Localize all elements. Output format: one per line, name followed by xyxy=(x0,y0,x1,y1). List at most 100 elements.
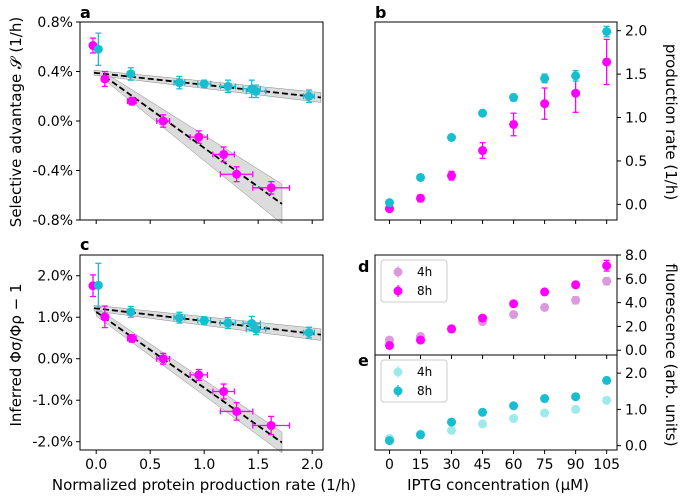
xtick-label: 60 xyxy=(505,457,523,473)
data-point-c-s0-3 xyxy=(158,354,168,364)
data-point-b-s1-1 xyxy=(416,172,426,182)
data-point-b-s1-6 xyxy=(571,71,581,81)
data-point-d-s1-3 xyxy=(478,313,488,323)
xtick-label: 15 xyxy=(412,457,430,473)
ytick-label: 1.0 xyxy=(625,402,647,418)
data-point-c-s1-1 xyxy=(126,307,136,317)
panel-letter-d: d xyxy=(358,257,369,276)
data-point-d-s0-7 xyxy=(602,276,612,286)
data-point-a-s1-2 xyxy=(174,78,184,88)
panel-letter-c: c xyxy=(80,235,89,254)
fit-line-0 xyxy=(95,311,283,444)
xtick-label: 105 xyxy=(593,457,620,473)
data-point-c-s0-5 xyxy=(219,387,229,396)
data-point-b-s0-5 xyxy=(540,99,550,109)
xtick-label: 1.0 xyxy=(193,457,215,473)
ytick-label: -0.8% xyxy=(32,213,73,229)
ytick-label: 0.0% xyxy=(37,352,73,368)
data-point-d-s0-5 xyxy=(540,302,550,312)
legend-box xyxy=(380,359,448,403)
data-point-b-s1-0 xyxy=(384,198,394,208)
data-point-d-s1-4 xyxy=(509,299,519,309)
data-point-a-s1-3 xyxy=(199,79,209,89)
data-point-e-s1-2 xyxy=(447,417,457,427)
data-point-e-s1-5 xyxy=(540,394,550,404)
data-point-e-s1-7 xyxy=(602,375,612,385)
xtick-label: 45 xyxy=(474,457,492,473)
data-point-b-s0-7 xyxy=(602,57,612,67)
ytick-label: -1.0% xyxy=(32,393,73,409)
ytick-label: 8.0 xyxy=(625,248,647,264)
data-point-c-s0-1 xyxy=(100,312,110,322)
data-point-b-s1-7 xyxy=(602,27,612,37)
xtick-label: 2.0 xyxy=(301,457,323,473)
legend-label: 4h xyxy=(417,365,432,379)
data-point-d-s0-6 xyxy=(571,295,581,305)
data-point-a-s0-5 xyxy=(219,149,229,159)
ytick-label: 0.5 xyxy=(625,154,647,170)
data-point-a-s1-4 xyxy=(223,81,233,91)
data-point-d-s1-1 xyxy=(416,335,426,345)
ytick-label: 2.0 xyxy=(625,366,647,382)
data-point-c-s1-3 xyxy=(199,316,209,326)
ytick-label: 4.0 xyxy=(625,296,647,312)
xtick-label: 75 xyxy=(536,457,554,473)
data-point-a-s1-1 xyxy=(126,69,136,79)
data-point-a-s0-7 xyxy=(266,183,276,193)
axes-frame xyxy=(374,21,618,221)
ytick-label: 2.0% xyxy=(37,269,73,285)
legend-marker xyxy=(393,367,403,377)
data-point-a-s1-0 xyxy=(93,44,103,54)
legend-marker xyxy=(393,267,403,277)
data-point-b-s1-5 xyxy=(540,73,550,83)
xtick-label: 90 xyxy=(567,457,585,473)
xtick-label: 1.5 xyxy=(247,457,269,473)
data-point-e-s1-0 xyxy=(384,436,394,446)
xtick-label: 0 xyxy=(385,457,394,473)
data-point-e-s1-6 xyxy=(571,392,581,402)
data-point-c-s0-4 xyxy=(194,370,204,380)
data-point-a-s0-2 xyxy=(127,96,137,106)
ytick-label: 0.0 xyxy=(625,197,647,213)
data-point-c-s1-4 xyxy=(223,318,233,328)
data-point-b-s0-6 xyxy=(571,88,581,98)
data-point-e-s0-6 xyxy=(571,404,581,414)
panel-a: -0.8%-0.4%0.0%0.4%0.8% xyxy=(32,15,324,229)
ytick-label: 0.4% xyxy=(37,65,73,81)
ylabel-a: Selective advantage 𝓢 (1/h) xyxy=(7,17,25,227)
ytick-label: -0.4% xyxy=(32,164,73,180)
data-point-b-s0-2 xyxy=(447,171,457,181)
data-point-e-s0-3 xyxy=(478,419,488,429)
panel-letter-e: e xyxy=(358,351,369,370)
xlabel-c: Normalized protein production rate (1/h) xyxy=(52,476,356,494)
data-point-d-s1-5 xyxy=(540,287,550,297)
data-point-b-s0-1 xyxy=(416,193,426,203)
data-point-e-s0-2 xyxy=(447,425,457,435)
ytick-label: 1.0 xyxy=(625,111,647,127)
data-point-e-s1-1 xyxy=(416,430,426,440)
data-point-d-s1-0 xyxy=(384,340,394,350)
ytick-label: 6.0 xyxy=(625,272,647,288)
data-point-d-s0-4 xyxy=(509,310,519,320)
ytick-label: 2.0 xyxy=(625,24,647,40)
data-point-e-s1-3 xyxy=(478,407,488,417)
ytick-label: 1.0% xyxy=(37,310,73,326)
panel-b: 0.0 0.5 1.0 1.5 2.0 xyxy=(374,21,647,224)
data-point-b-s1-2 xyxy=(447,133,457,142)
legend-box xyxy=(380,259,448,303)
data-point-c-s0-7 xyxy=(266,421,276,431)
data-point-b-s1-3 xyxy=(478,108,488,118)
xtick-label: 0.5 xyxy=(139,457,161,473)
ytick-label: 1.5 xyxy=(625,67,647,83)
legend-marker xyxy=(393,386,403,396)
data-point-a-s0-6 xyxy=(232,169,242,179)
ytick-label: 0.0 xyxy=(625,439,647,455)
ytick-label: -2.0% xyxy=(32,435,73,451)
ylabel-c: Inferred Φσ/Φρ − 1 xyxy=(7,283,25,426)
data-point-c-s1-0 xyxy=(93,280,103,290)
data-point-c-s1-6 xyxy=(251,324,261,334)
